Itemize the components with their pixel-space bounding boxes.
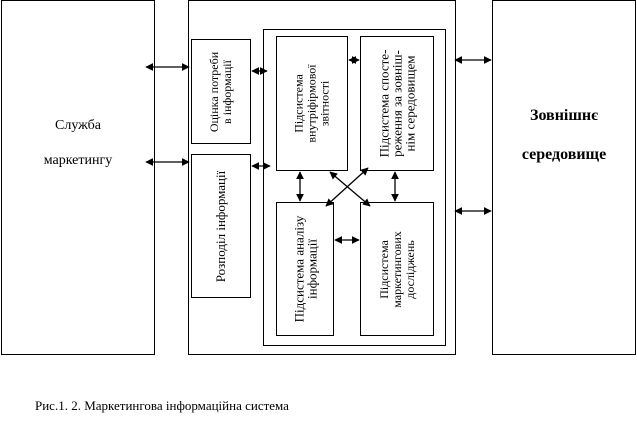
external-environment-line1: Зовнішнє (530, 107, 598, 124)
external-environment-block (492, 0, 636, 355)
figure-caption: Рис.1. 2. Маркетингова інформаційна сист… (35, 398, 289, 413)
marketing-service-line1: Служба (55, 118, 101, 133)
marketing-service-line2: маркетингу (43, 153, 113, 168)
external-environment-label: Зовнішнє середовище (492, 107, 636, 163)
distribution-box (191, 154, 251, 298)
arrow-diagonal-internal-to-research (329, 171, 371, 207)
needs-assessment-box (191, 39, 251, 144)
external-environment-line2: середовище (521, 146, 607, 163)
arrow-diagonal-monitoring-to-analysis (325, 167, 369, 207)
marketing-research-box (360, 202, 434, 336)
internal-reporting-box (276, 36, 348, 171)
environment-monitoring-box (360, 36, 434, 171)
marketing-service-block (1, 0, 155, 355)
analysis-box (276, 202, 334, 336)
marketing-service-label: Служба маркетингу (1, 118, 155, 168)
